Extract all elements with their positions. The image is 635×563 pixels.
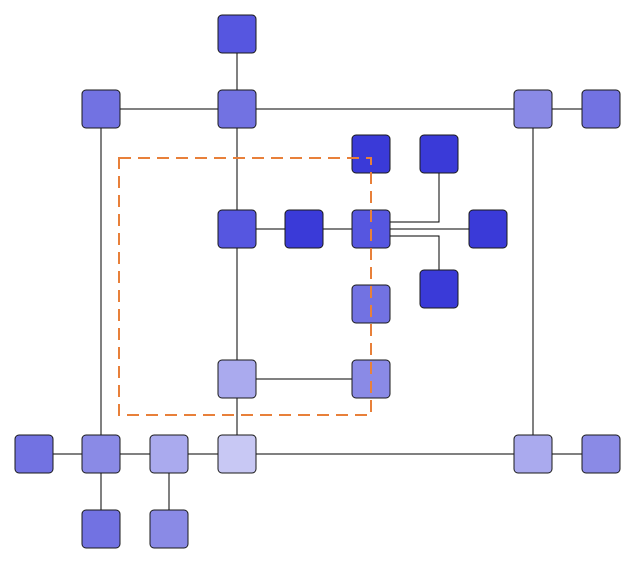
node-dark-b[interactable] (419, 134, 459, 174)
node-center-below[interactable] (351, 284, 391, 324)
node-lower-left[interactable] (217, 359, 257, 399)
node-bottom-b[interactable] (149, 434, 189, 474)
node-topright-leaf[interactable] (581, 89, 621, 129)
edge-n-center-to-n-dark-b (371, 154, 440, 223)
node-bottom-left[interactable] (81, 434, 121, 474)
nodes-layer (14, 14, 621, 549)
node-top[interactable] (217, 14, 257, 54)
node-mid-dark[interactable] (284, 209, 324, 249)
node-bottom-c[interactable] (217, 434, 257, 474)
node-leaf-1[interactable] (81, 509, 121, 549)
node-leaf-2[interactable] (149, 509, 189, 549)
node-topright[interactable] (513, 89, 553, 129)
node-lower-mid[interactable] (351, 359, 391, 399)
node-dark-a[interactable] (351, 134, 391, 174)
node-bottom-far-left[interactable] (14, 434, 54, 474)
node-bottom-right[interactable] (513, 434, 553, 474)
node-bottom-right-leaf[interactable] (581, 434, 621, 474)
node-topleft[interactable] (81, 89, 121, 129)
node-low-dark[interactable] (419, 269, 459, 309)
node-mid-left[interactable] (217, 209, 257, 249)
node-hub-top[interactable] (217, 89, 257, 129)
selection-marquee[interactable] (118, 157, 372, 416)
node-right-dark[interactable] (468, 209, 508, 249)
